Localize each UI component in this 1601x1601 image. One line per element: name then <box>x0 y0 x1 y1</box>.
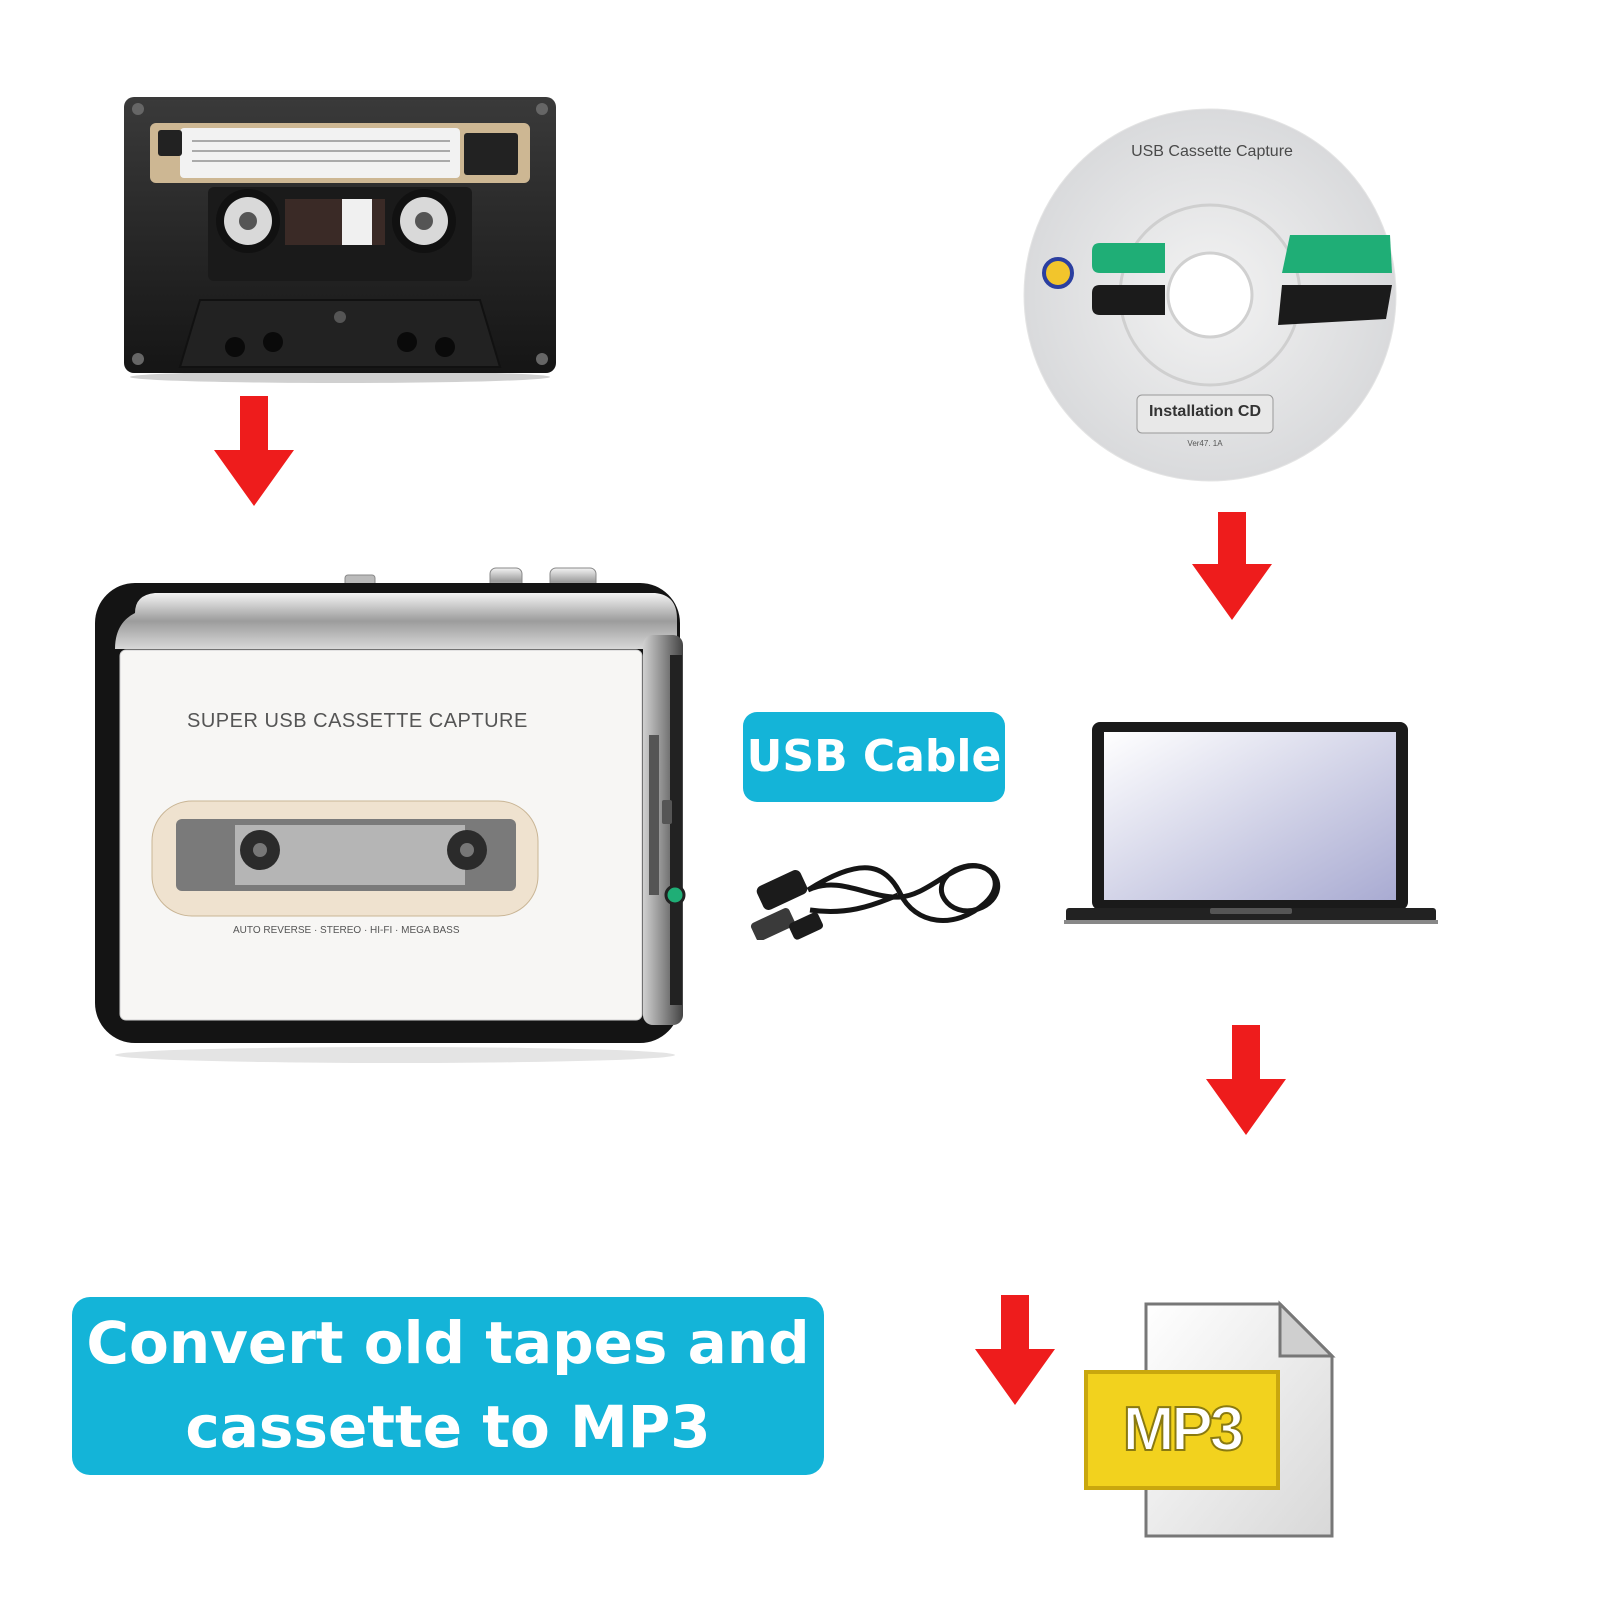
mp3-file-icon: MP3 <box>1080 1300 1340 1540</box>
cd-title-text: USB Cassette Capture <box>1131 143 1293 160</box>
usb-cable-label: USB Cable <box>743 712 1005 802</box>
player-brand-text: SUPER USB CASSETTE CAPTURE <box>187 710 528 732</box>
arrow-down-icon <box>975 1295 1055 1405</box>
laptop-icon <box>1064 722 1438 924</box>
cd-label-text: Installation CD <box>1148 403 1261 420</box>
headline-banner: Convert old tapes and cassette to MP3 <box>72 1297 824 1475</box>
arrow-down-icon <box>214 396 294 506</box>
headline-line-1: Convert old tapes and <box>86 1309 810 1377</box>
arrow-down-icon <box>1206 1025 1286 1135</box>
cassette-player-icon: SUPER USB CASSETTE CAPTURE AUTO REVERSE … <box>95 565 695 1065</box>
cassette-tape-icon <box>124 97 556 383</box>
installation-cd-icon: USB Cassette Capture Installation CD Ver… <box>1020 105 1400 485</box>
cd-version-text: Ver47. 1A <box>1187 439 1223 448</box>
mp3-label: MP3 <box>1122 1394 1245 1465</box>
player-features-text: AUTO REVERSE · STEREO · HI-FI · MEGA BAS… <box>233 925 460 936</box>
headline-line-2: cassette to MP3 <box>185 1393 711 1461</box>
arrow-down-icon <box>1192 512 1272 620</box>
usb-cable-icon <box>750 863 1001 940</box>
